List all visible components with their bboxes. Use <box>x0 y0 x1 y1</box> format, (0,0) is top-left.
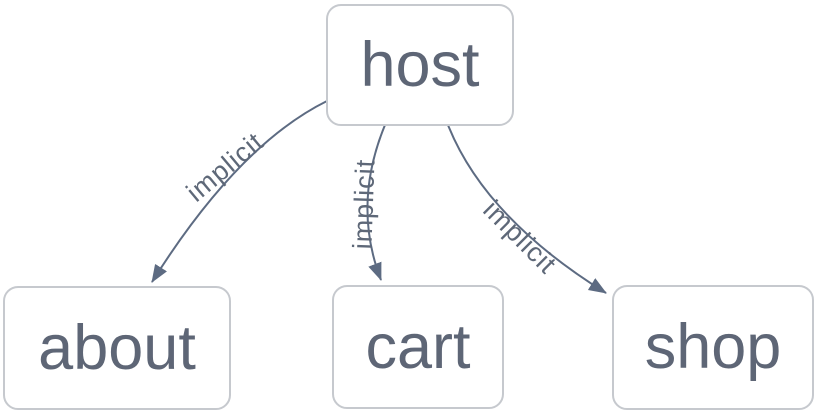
node-host[interactable]: host <box>326 4 514 126</box>
node-host-box[interactable] <box>326 4 514 126</box>
node-cart-box[interactable] <box>332 285 504 409</box>
edge-line-host-cart <box>366 124 386 281</box>
node-shop-box[interactable] <box>612 285 814 410</box>
edge-label-host-shop: implicit <box>477 194 562 279</box>
node-cart-label: cart <box>365 312 471 382</box>
node-shop-label: shop <box>645 312 782 382</box>
node-about-label: about <box>38 313 196 383</box>
edge-host-shop: implicit <box>447 124 607 294</box>
node-about-box[interactable] <box>3 286 231 410</box>
node-cart[interactable]: cart <box>332 285 504 409</box>
edge-line-host-about <box>151 100 328 283</box>
node-about[interactable]: about <box>3 286 231 410</box>
edge-label-host-cart: implicit <box>347 158 380 250</box>
edge-line-host-shop <box>447 124 607 294</box>
edge-host-about: implicit <box>151 100 328 283</box>
edge-host-cart: implicit <box>347 124 386 281</box>
node-shop[interactable]: shop <box>612 285 814 410</box>
edge-label-host-about: implicit <box>181 126 270 207</box>
node-host-label: host <box>360 30 480 100</box>
